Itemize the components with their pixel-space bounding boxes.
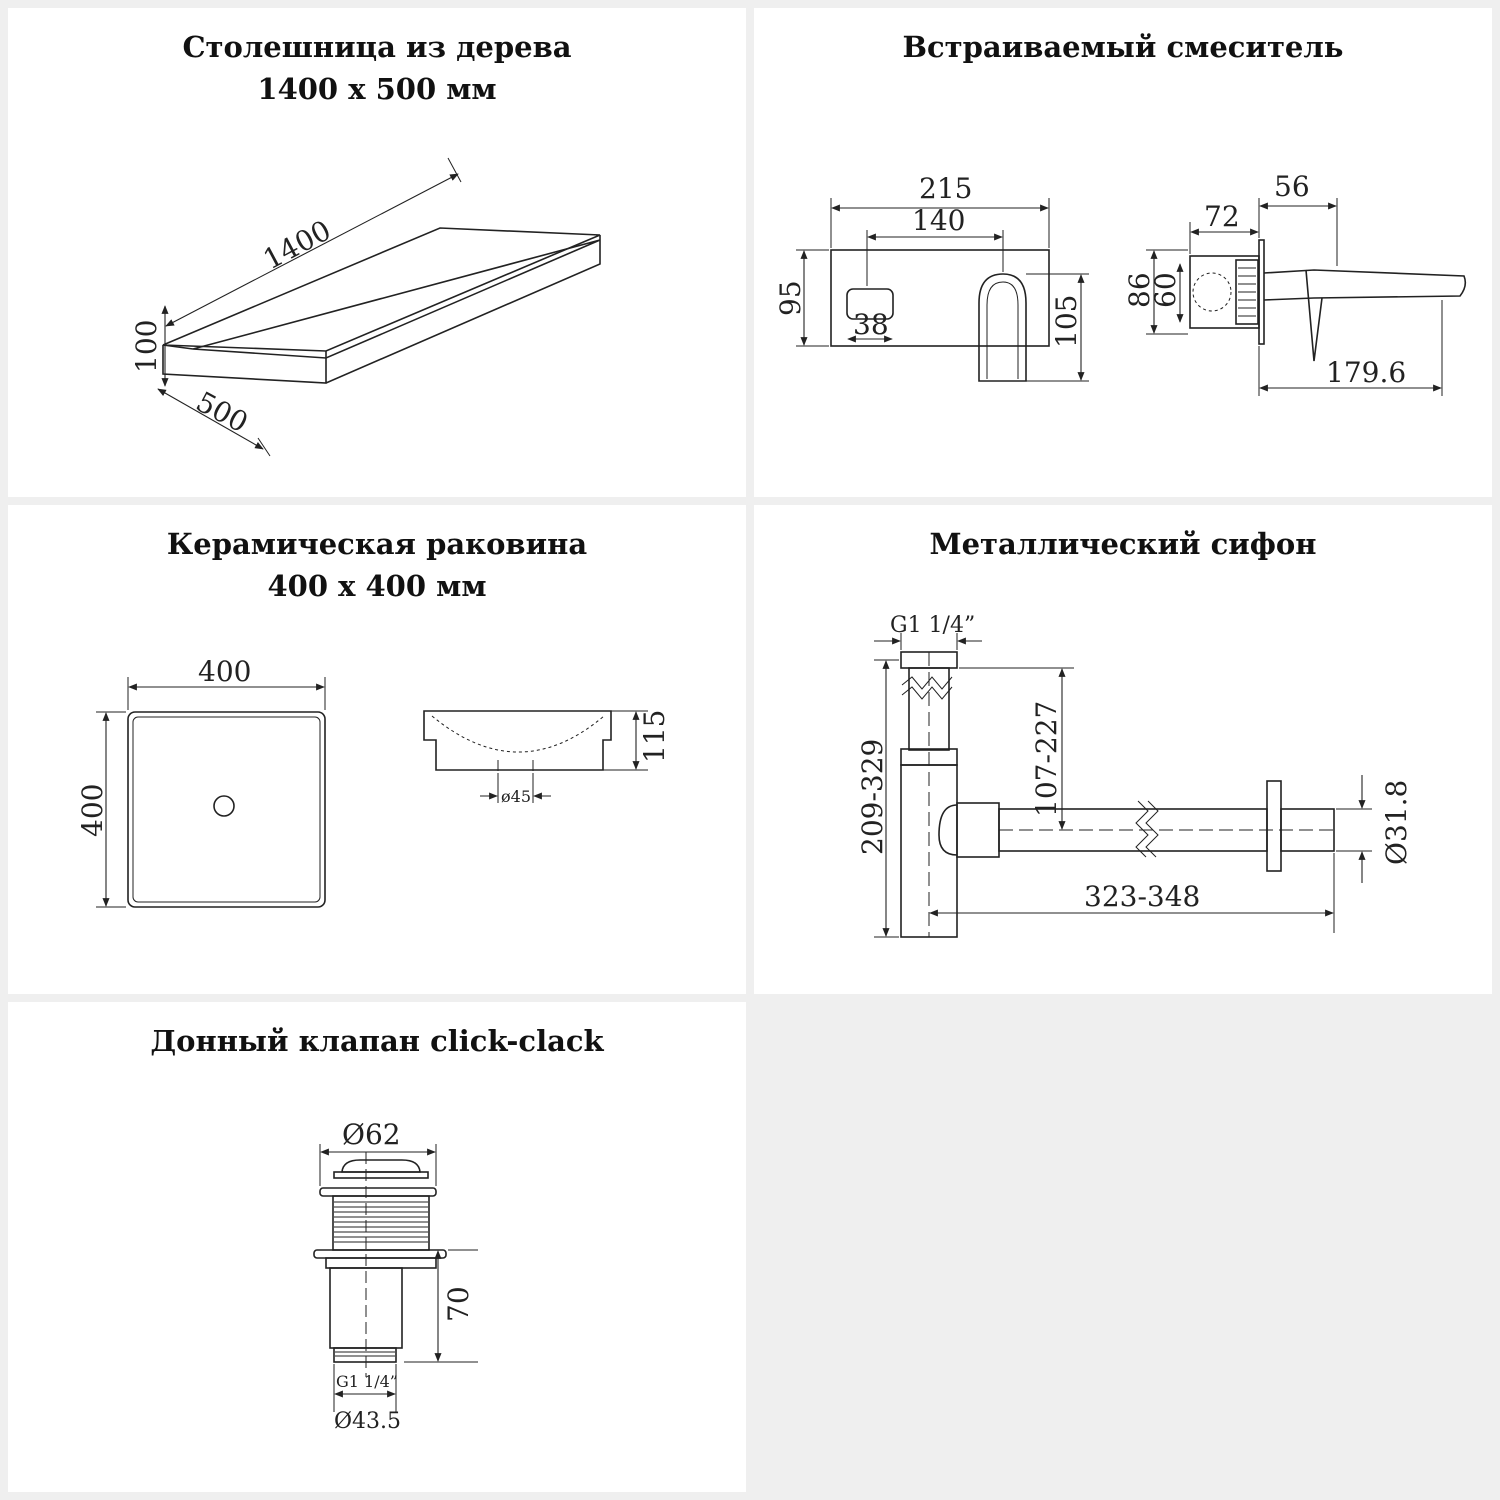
panel-empty <box>754 1002 1492 1492</box>
siphon-drawing: G1 1/4” 209-329 107-227 Ø31.8 323-348 <box>856 613 1413 938</box>
valve-dim-bottom: Ø43.5 <box>334 1409 401 1434</box>
valve-drawing: Ø62 70 G1 1/4” Ø43.5 <box>313 1118 478 1434</box>
mixer-title: Встраиваемый смеситель <box>902 30 1344 64</box>
sink-title-line1: Керамическая раковина <box>166 527 588 561</box>
sink-dim-depth: 115 <box>638 710 671 763</box>
dim-38: 38 <box>853 308 889 341</box>
siphon-dim-thread: G1 1/4” <box>890 613 975 638</box>
siphon-dim-height: 209-329 <box>856 739 889 855</box>
sink-dim-width: 400 <box>198 655 251 688</box>
dim-95: 95 <box>774 280 807 316</box>
dim-72: 72 <box>1204 200 1240 233</box>
dim-60: 60 <box>1149 272 1182 308</box>
dim-86: 86 <box>1123 272 1156 308</box>
countertop-title-line2: 1400 x 500 мм <box>257 72 497 106</box>
dim-depth: 500 <box>191 385 254 439</box>
sink-drawing: 400 400 115 ø45 <box>76 655 671 908</box>
panel-valve: Донный клапан click-clack Ø62 <box>8 1002 746 1492</box>
panel-sink: Керамическая раковина 400 x 400 мм 400 4… <box>8 505 746 994</box>
dim-length: 1400 <box>258 214 336 277</box>
dim-179: 179.6 <box>1326 356 1406 389</box>
mixer-drawing: 215 140 95 38 105 <box>774 170 1467 396</box>
valve-dim-top: Ø62 <box>342 1118 401 1151</box>
panel-countertop: Столешница из дерева 1400 x 500 мм 1400 … <box>8 8 746 497</box>
dim-140: 140 <box>912 204 965 237</box>
valve-dim-height: 70 <box>442 1286 475 1322</box>
panel-mixer: Встраиваемый смеситель 215 140 95 38 105 <box>754 8 1492 497</box>
dim-105: 105 <box>1050 295 1083 348</box>
siphon-title: Металлический сифон <box>929 527 1317 561</box>
sink-dim-height: 400 <box>76 784 109 837</box>
sink-title-line2: 400 x 400 мм <box>267 569 487 603</box>
valve-dim-thread: G1 1/4” <box>336 1372 398 1391</box>
siphon-dim-pipe: Ø31.8 <box>1380 780 1413 865</box>
siphon-dim-length: 323-348 <box>1084 880 1200 913</box>
dim-215: 215 <box>919 172 972 205</box>
dim-56: 56 <box>1274 170 1310 203</box>
siphon-dim-inlet: 107-227 <box>1030 701 1063 817</box>
countertop-drawing: 1400 100 500 <box>130 157 601 457</box>
dim-height: 100 <box>130 320 163 373</box>
panel-siphon: Металлический сифон G1 1/4” 209-329 107- <box>754 505 1492 994</box>
countertop-title: Столешница из дерева 1400 x 500 мм <box>8 26 746 110</box>
countertop-title-line1: Столешница из дерева <box>182 30 572 64</box>
sink-dim-drain: ø45 <box>501 787 531 806</box>
sink-title: Керамическая раковина 400 x 400 мм <box>8 523 746 607</box>
valve-title: Донный клапан click-clack <box>150 1024 604 1058</box>
